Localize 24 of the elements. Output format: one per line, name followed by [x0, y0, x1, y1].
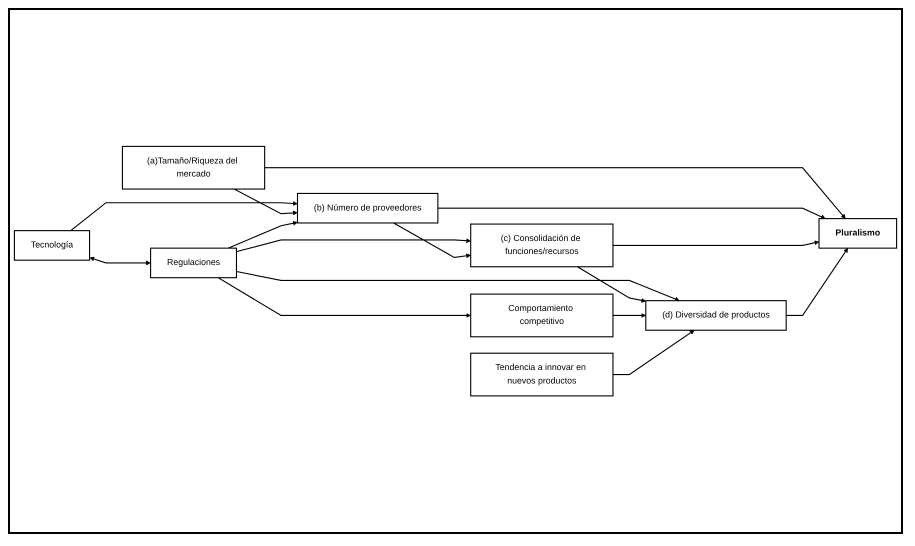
arrow: [577, 266, 646, 303]
arrow: [236, 270, 680, 302]
arrow: [612, 240, 820, 246]
arrow: [228, 220, 298, 249]
arrow: [90, 256, 151, 266]
arrow: [612, 330, 695, 375]
arrow: [70, 200, 298, 231]
arrow: [612, 312, 646, 318]
node-box: Regulaciones: [150, 247, 238, 278]
node-box: (c) Consolidación de funciones/recursos: [470, 223, 614, 268]
node-box: Tendencia a innovar en nuevos productos: [470, 352, 614, 396]
node-box: (b) Número de proveedores: [296, 192, 438, 224]
arrow: [218, 277, 471, 318]
node-box: (d) Diversidad de productos: [645, 300, 787, 331]
arrow: [786, 248, 848, 316]
arrow: [236, 238, 471, 252]
arrow: [234, 188, 298, 216]
arrow: [438, 208, 826, 219]
arrow: [264, 167, 846, 219]
node-box: Comportamiento competitivo: [470, 293, 614, 338]
node-box: Tecnología: [14, 230, 90, 261]
arrow: [393, 222, 471, 258]
node-box: (a)Tamaño/Riqueza del mercado: [122, 146, 266, 190]
node-box: Pluralismo: [818, 218, 898, 249]
